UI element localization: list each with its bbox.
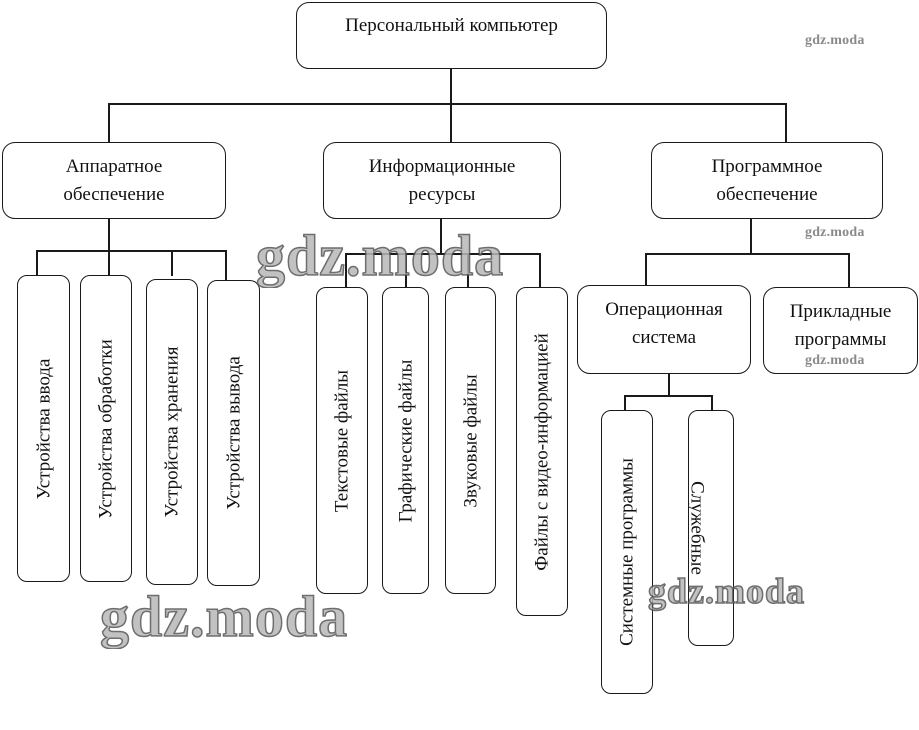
watermark-big-center: gdz.moda <box>255 222 505 289</box>
watermark-big-bottom-right: gdz.moda <box>647 570 806 612</box>
connector-hw-output <box>171 250 173 276</box>
node-label: Служебные <box>688 481 708 575</box>
connector-sw-os <box>645 253 647 286</box>
node-label: Персональный компьютер <box>345 15 558 36</box>
node-information-resources: Информационные ресурсы <box>323 142 561 219</box>
node-input-devices: Устройства ввода <box>17 275 70 582</box>
node-personal-computer: Персональный компьютер <box>296 2 607 69</box>
node-label: Программное обеспечение <box>711 156 823 205</box>
connector-sw-applied <box>848 253 850 288</box>
node-output-devices: Устройства вывода <box>207 280 260 586</box>
connector-hardware-bus <box>36 250 226 252</box>
connector-software-up <box>785 103 787 143</box>
connector-level2-bus <box>108 103 786 105</box>
node-software: Программное обеспечение <box>651 142 883 219</box>
connector-software-bus <box>645 253 849 255</box>
node-processing-devices: Устройства обработки <box>80 275 132 582</box>
node-utility-programs: Служебные <box>688 410 734 646</box>
connector-info-down <box>440 218 442 254</box>
node-label: Устройства вывода <box>223 356 244 510</box>
node-label: Аппаратное обеспечение <box>63 156 165 205</box>
connector-hardware-down <box>108 218 110 276</box>
node-label: Текстовые файлы <box>331 369 353 512</box>
connector-info-sound <box>467 253 469 288</box>
connector-info-bus <box>345 253 540 255</box>
connector-software-down <box>750 218 752 254</box>
connector-os-bus <box>624 395 713 397</box>
connector-hw-input <box>36 250 38 276</box>
node-label: Устройства обработки <box>95 338 117 519</box>
node-system-programs: Системные программы <box>601 410 653 694</box>
watermark-top-right: gdz.moda <box>805 33 865 48</box>
watermark-software: gdz.moda <box>805 225 865 240</box>
node-label: Графические файлы <box>395 359 416 522</box>
connector-info-up <box>450 103 452 143</box>
node-label: Операционная система <box>605 299 723 348</box>
node-video-files: Файлы с видео-информацией <box>516 287 568 616</box>
node-label: Системные программы <box>616 458 638 646</box>
node-operating-system: Операционная система <box>577 285 751 374</box>
node-graphics-files: Графические файлы <box>382 287 429 594</box>
connector-os-utility <box>711 395 713 411</box>
node-label: Звуковые файлы <box>460 373 481 508</box>
node-label: Файлы с видео-информацией <box>531 332 553 571</box>
connector-os-system <box>624 395 626 411</box>
connector-os-down <box>668 373 670 396</box>
node-label: Устройства хранения <box>161 346 183 518</box>
connector-info-text <box>345 253 347 288</box>
node-label: Прикладные программы <box>789 301 892 350</box>
node-text-files: Текстовые файлы <box>316 287 368 594</box>
node-sound-files: Звуковые файлы <box>445 287 496 594</box>
node-hardware: Аппаратное обеспечение <box>2 142 226 219</box>
watermark-big-bottom-left: gdz.moda <box>99 583 349 650</box>
node-storage-devices: Устройства хранения <box>146 279 198 585</box>
connector-info-video <box>539 253 541 288</box>
connector-hw-storage <box>225 250 227 280</box>
connector-info-graphics <box>405 253 407 288</box>
connector-root-down <box>450 68 452 104</box>
connector-hardware-up <box>108 103 110 143</box>
node-applied-programs: Прикладные программы <box>763 287 918 374</box>
node-label: Устройства ввода <box>33 358 54 499</box>
node-label: Информационные ресурсы <box>368 156 516 205</box>
watermark-applied: gdz.moda <box>805 353 865 368</box>
